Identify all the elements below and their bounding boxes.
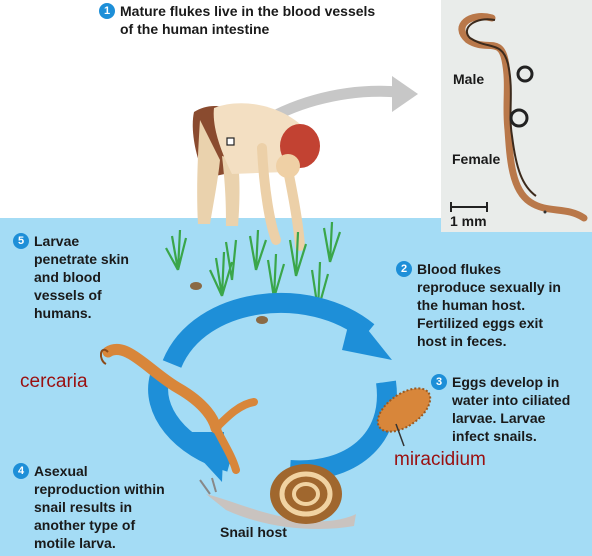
fluke-micrograph — [441, 0, 592, 232]
step-3-line-4: infect snails. — [452, 428, 537, 444]
step-2-line-4: Fertilized eggs exit — [417, 315, 544, 331]
step-5-line-4: vessels of — [34, 287, 102, 303]
cycle-arrow-upper — [162, 292, 375, 369]
human-figure — [192, 103, 320, 251]
step-4-number: 4 — [13, 463, 29, 479]
snail-host-label: Snail host — [220, 524, 287, 540]
step-3-line-2: water into ciliated — [452, 392, 571, 408]
step-4-line-1: Asexual — [34, 463, 88, 479]
step-3-number: 3 — [431, 374, 447, 390]
step-3-line-3: larvae. Larvae — [452, 410, 546, 426]
step-5-line-2: penetrate skin — [34, 251, 129, 267]
cycle-arrow-upper-head — [342, 310, 392, 360]
snail-host — [199, 464, 356, 529]
step-5-number: 5 — [13, 233, 29, 249]
female-fluke-body — [458, 13, 588, 222]
female-label: Female — [452, 151, 501, 167]
cercaria-label: cercaria — [20, 371, 88, 392]
step-5-line-5: humans. — [34, 305, 92, 321]
step-2-number: 2 — [396, 261, 412, 277]
female-sucker — [509, 108, 529, 128]
step-5: 5 Larvae penetrate skin and blood vessel… — [13, 232, 129, 322]
step-2-line-2: reproduce sexually in — [417, 279, 561, 295]
cercaria-larva — [100, 344, 258, 474]
step-5-line-3: and blood — [34, 269, 101, 285]
step-4-line-4: another type of — [34, 517, 136, 533]
small-snail-1 — [190, 282, 202, 290]
step-3-line-1: Eggs develop in — [452, 374, 560, 390]
step-4: 4 Asexual reproduction within snail resu… — [13, 462, 165, 552]
pointer-arrow-head — [392, 76, 418, 112]
step-1-line-2: of the human intestine — [120, 21, 270, 37]
step-1-line-1: Mature flukes live in the blood vessels — [120, 3, 376, 19]
male-label: Male — [453, 71, 485, 87]
step-1: 1 Mature flukes live in the blood vessel… — [99, 2, 375, 38]
step-5-line-1: Larvae — [34, 233, 80, 249]
miracidium-larva — [376, 387, 432, 447]
step-4-line-3: snail results in — [34, 499, 133, 515]
step-2-line-3: the human host. — [417, 297, 526, 313]
step-4-line-5: motile larva. — [34, 535, 116, 551]
male-sucker — [516, 65, 534, 83]
male-fluke-body — [466, 18, 537, 197]
rice-plants — [165, 221, 342, 311]
step-4-line-2: reproduction within — [34, 481, 165, 497]
step-1-number: 1 — [99, 3, 115, 19]
infection-site-marker — [226, 137, 235, 146]
small-snail-2 — [256, 316, 268, 324]
scale-label: 1 mm — [450, 213, 487, 229]
step-3: 3 Eggs develop in water into ciliated la… — [431, 373, 570, 445]
step-2: 2 Blood flukes reproduce sexually in the… — [396, 260, 561, 350]
miracidium-label: miracidium — [394, 449, 486, 470]
step-2-line-5: host in feces. — [417, 333, 507, 349]
cycle-arrow-left-head — [176, 432, 224, 482]
step-2-line-1: Blood flukes — [417, 261, 502, 277]
